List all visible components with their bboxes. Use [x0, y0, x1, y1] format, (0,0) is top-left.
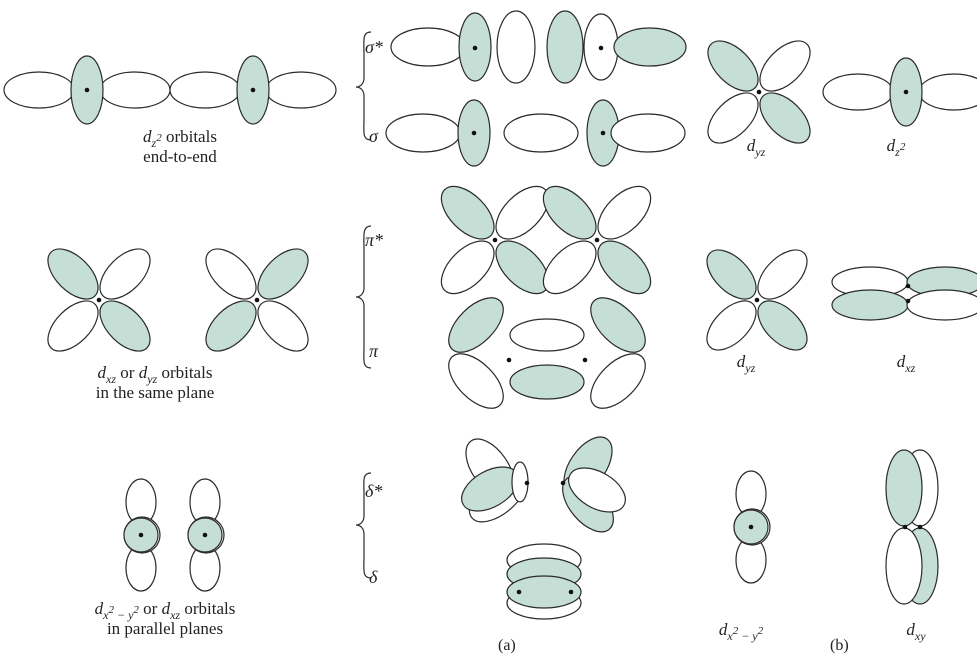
dz2-lobe-0 — [4, 72, 74, 108]
sigma-star-lobe-31 — [547, 11, 583, 83]
clover-lobe-50 — [589, 177, 660, 248]
nucleus-dot-34 — [473, 46, 478, 51]
nucleus-dot-109 — [903, 525, 908, 530]
sigma-star-label: σ* — [365, 37, 383, 58]
dz2-lobe-86 — [919, 74, 977, 110]
dxz-lobe-96 — [832, 290, 908, 320]
clover-lobe-10 — [91, 240, 159, 308]
nucleus-dot-42 — [601, 131, 606, 136]
nucleus-dot-98 — [906, 284, 911, 289]
sigma-star-lobe-28 — [391, 28, 465, 66]
panel-b-dx2y2-label: dx2 − y2 — [696, 620, 786, 640]
clover-lobe-46 — [432, 232, 503, 303]
sigma-lobe-36 — [386, 114, 460, 152]
panel-b-dyz-mid-label: dyz — [716, 352, 776, 372]
pi-lobe-58 — [581, 344, 655, 418]
sigma-lobe-40 — [611, 114, 685, 152]
clover-lobe-92 — [698, 292, 765, 359]
pi-star-label: π* — [365, 230, 383, 251]
clover-lobe-89 — [698, 241, 765, 308]
dz2-lobe-5 — [266, 72, 336, 108]
dxy-lobe-108 — [886, 528, 922, 604]
nucleus-dot-104 — [749, 525, 754, 530]
nucleus-dot-52 — [595, 238, 600, 243]
dz2-lobe-85 — [823, 74, 893, 110]
nucleus-dot-70 — [561, 481, 566, 486]
dz2-lobe-4 — [170, 72, 240, 108]
nucleus-dot-88 — [904, 90, 909, 95]
clover-lobe-11 — [39, 292, 107, 360]
nucleus-dot-110 — [918, 525, 923, 530]
caption-a: (a) — [498, 637, 516, 655]
nucleus-dot-35 — [599, 46, 604, 51]
clover-lobe-14 — [249, 292, 317, 360]
sigma-lobe-38 — [504, 114, 578, 152]
nucleus-dot-47 — [493, 238, 498, 243]
nucleus-dot-75 — [517, 590, 522, 595]
delta-label: δ — [369, 567, 377, 588]
nucleus-dot-84 — [757, 90, 762, 95]
sigma-star-lobe-33 — [614, 28, 686, 66]
clover-lobe-49 — [589, 232, 660, 303]
panel-b-dyz-top-label: dyz — [726, 136, 786, 156]
panel-b-dz2-label: dz2 — [866, 136, 926, 156]
dz2-orbitals-label: dz2 orbitals end-to-end — [100, 127, 260, 167]
nucleus-dot-3 — [85, 88, 90, 93]
nucleus-dot-41 — [472, 131, 477, 136]
nucleus-dot-76 — [569, 590, 574, 595]
clover-lobe-91 — [749, 241, 816, 308]
clover-lobe-13 — [197, 240, 265, 308]
clover-lobe-8 — [39, 240, 107, 308]
nucleus-dot-7 — [251, 88, 256, 93]
nucleus-dot-93 — [755, 298, 760, 303]
dxz-dyz-same-plane-label: dxz or dyz orbitals in the same plane — [55, 363, 255, 403]
nucleus-dot-59 — [507, 358, 512, 363]
pi-lobe-57 — [581, 288, 655, 362]
sigma-star-lobe-30 — [497, 11, 535, 83]
panel-b-dxz-label: dxz — [876, 352, 936, 372]
dxy-lobe-106 — [886, 450, 922, 526]
panel-b-dxy-label: dxy — [886, 620, 946, 640]
nucleus-dot-69 — [525, 481, 530, 486]
dz2-lobe-1 — [100, 72, 170, 108]
nucleus-dot-17 — [255, 298, 260, 303]
pi-lobe-55 — [510, 319, 584, 351]
clover-lobe-80 — [699, 32, 767, 100]
clover-lobe-82 — [751, 32, 819, 100]
nucleus-dot-99 — [906, 299, 911, 304]
delta-star-label: δ* — [365, 481, 382, 502]
clover-lobe-16 — [197, 292, 265, 360]
clover-lobe-9 — [91, 292, 159, 360]
clover-lobe-90 — [749, 292, 816, 359]
sigma-label: σ — [369, 126, 378, 147]
dx2y2-dxz-parallel-label: dx2 − y2 or dxz orbitals in parallel pla… — [60, 599, 270, 639]
dxz-lobe-97 — [907, 290, 977, 320]
clover-lobe-15 — [249, 240, 317, 308]
nucleus-dot-60 — [583, 358, 588, 363]
pi-lobe-56 — [510, 365, 584, 399]
pi-lobe-54 — [439, 344, 513, 418]
pi-label: π — [369, 341, 378, 362]
nucleus-dot-27 — [203, 533, 208, 538]
caption-b: (b) — [830, 637, 849, 655]
nucleus-dot-22 — [139, 533, 144, 538]
clover-lobe-43 — [432, 177, 503, 248]
pi-lobe-53 — [439, 288, 513, 362]
nucleus-dot-12 — [97, 298, 102, 303]
